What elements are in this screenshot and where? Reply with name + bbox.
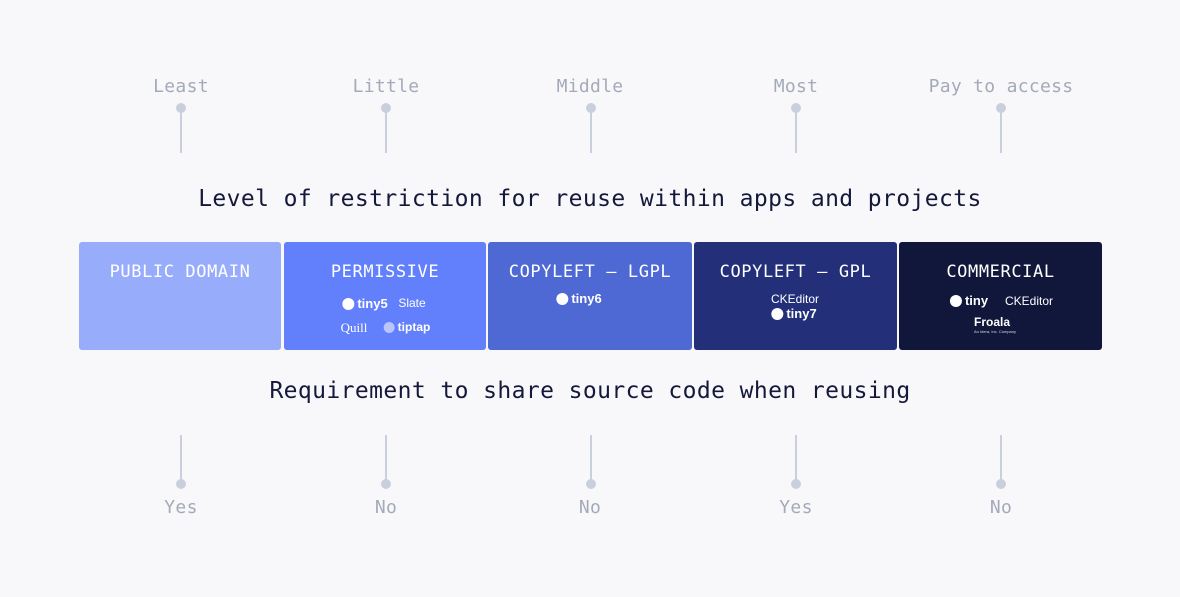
tiptap-logo: tiptap: [383, 320, 430, 334]
marker-stem: [795, 111, 797, 153]
marker-stem: [1000, 435, 1002, 483]
top-marker-label: Pay to access: [928, 76, 1074, 97]
bottom-marker-pin: [786, 435, 806, 525]
top-marker-pin: [376, 103, 396, 193]
top-marker-pin: [581, 103, 601, 193]
top-marker-label: Middle: [556, 76, 624, 97]
tiny7-logo: tiny7: [771, 306, 817, 321]
bar-copyleft-lgpl: COPYLEFT – LGPL tiny6: [488, 242, 692, 350]
marker-dot: [586, 103, 596, 113]
slate-logo: Slate: [398, 296, 426, 310]
marker-stem: [180, 435, 182, 483]
restriction-heading: Level of restriction for reuse within ap…: [198, 186, 982, 212]
marker-stem: [590, 111, 592, 153]
tiny-logo: tiny: [949, 293, 988, 308]
marker-stem: [590, 435, 592, 483]
bar-title: COMMERCIAL: [946, 262, 1055, 282]
quill-logo: Quill: [340, 320, 368, 335]
bottom-marker-pin: [581, 435, 601, 525]
ckeditor-logo: CKEditor: [770, 292, 820, 306]
bar-title: COPYLEFT – GPL: [719, 262, 872, 282]
top-marker-label: Little: [352, 76, 420, 97]
top-marker-pin: [991, 103, 1011, 193]
marker-dot: [176, 479, 186, 489]
froala-logo: Froala An Idera, Inc. Company: [973, 315, 1017, 334]
bar-title: COPYLEFT – LGPL: [508, 262, 672, 282]
marker-dot: [791, 103, 801, 113]
tiny-logo-icon: [771, 307, 784, 320]
marker-dot: [996, 103, 1006, 113]
tiny-logo-icon: [949, 294, 962, 307]
marker-dot: [586, 479, 596, 489]
tiny6-logo: tiny6: [556, 291, 602, 306]
bottom-marker-label: No: [374, 497, 398, 518]
bar-commercial: COMMERCIAL tiny CKEditor Froala An Idera…: [899, 242, 1102, 350]
tiny-logo-icon: [342, 297, 355, 310]
marker-dot: [381, 103, 391, 113]
marker-dot: [791, 479, 801, 489]
tiny-logo-icon: [556, 292, 569, 305]
marker-stem: [385, 435, 387, 483]
bottom-marker-pin: [991, 435, 1011, 525]
ckeditor-logo: CKEditor: [1004, 294, 1054, 308]
tiny5-logo: tiny5: [342, 296, 388, 311]
bar-title: PUBLIC DOMAIN: [109, 262, 251, 282]
bottom-marker-label: Yes: [164, 497, 198, 518]
source-sharing-heading: Requirement to share source code when re…: [269, 378, 911, 404]
marker-dot: [996, 479, 1006, 489]
bar-public-domain: PUBLIC DOMAIN: [79, 242, 281, 350]
bottom-marker-pin: [171, 435, 191, 525]
bottom-marker-label: Yes: [779, 497, 813, 518]
bar-copyleft-gpl: COPYLEFT – GPL CKEditor tiny7: [694, 242, 897, 350]
marker-stem: [795, 435, 797, 483]
marker-stem: [180, 111, 182, 153]
bar-title: PERMISSIVE: [330, 262, 440, 282]
marker-dot: [381, 479, 391, 489]
marker-stem: [385, 111, 387, 153]
tiptap-logo-icon: [383, 321, 395, 333]
marker-dot: [176, 103, 186, 113]
top-marker-label: Least: [153, 76, 209, 97]
bottom-marker-label: No: [989, 497, 1013, 518]
top-marker-pin: [171, 103, 191, 193]
bottom-marker-pin: [376, 435, 396, 525]
bar-permissive: PERMISSIVE tiny5 Slate Quill tiptap: [284, 242, 486, 350]
bottom-marker-label: No: [578, 497, 602, 518]
marker-stem: [1000, 111, 1002, 153]
top-marker-pin: [786, 103, 806, 193]
top-marker-label: Most: [773, 76, 819, 97]
